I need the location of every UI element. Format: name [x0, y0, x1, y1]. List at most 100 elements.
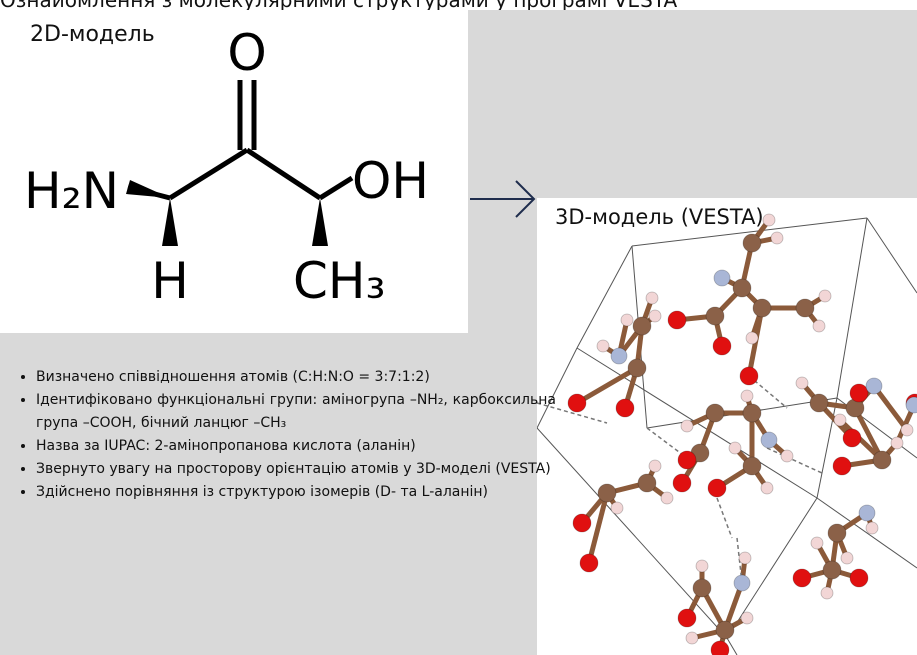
unit-cell-edge [576, 245, 633, 349]
wedge-h [162, 198, 178, 246]
atom-oh: OH [352, 152, 429, 210]
atom-sphere [780, 449, 794, 463]
hydrogen-bond [537, 402, 608, 424]
atom-sphere [822, 560, 842, 580]
atom-sphere [695, 559, 709, 573]
atom-sphere [795, 298, 815, 318]
atom-sphere [840, 551, 854, 565]
atom-ch3: CH₃ [293, 252, 386, 310]
atom-sphere [760, 431, 778, 449]
atom-sphere [648, 459, 662, 473]
atom-sphere [660, 491, 674, 505]
atom-sphere [648, 309, 662, 323]
atom-sphere [865, 377, 883, 395]
atom-sphere [637, 473, 657, 493]
atom-sphere [567, 393, 587, 413]
unit-cell-edge [537, 347, 578, 429]
atom-sphere [610, 347, 628, 365]
atom-sphere [752, 298, 772, 318]
atom-sphere [572, 513, 592, 533]
wedge-n [126, 180, 170, 198]
alanine-2d-structure: O H₂N OH H CH₃ [24, 24, 429, 310]
atom-sphere [742, 456, 762, 476]
findings-list: Визначено співвідношення атомів (C:H:N:O… [14, 366, 556, 504]
atom-sphere [728, 441, 742, 455]
atom-sphere [680, 419, 694, 433]
atom-sphere [849, 383, 869, 403]
label-3d-model: 3D-модель (VESTA) [555, 205, 764, 229]
unit-cell-edge [631, 217, 868, 247]
atom-sphere [732, 278, 752, 298]
bond-c2-c3 [245, 147, 322, 201]
atom-o: O [227, 24, 266, 82]
atom-bond [872, 384, 909, 432]
atom-sphere [905, 396, 917, 414]
atom-sphere [677, 450, 697, 470]
finding-item: Назва за IUPAC: 2-амінопропанова кислота… [36, 435, 556, 458]
hydrogen-bond [716, 497, 733, 539]
atom-sphere [667, 310, 687, 330]
bond-c3-o [318, 175, 354, 201]
atom-bond [586, 492, 610, 564]
vesta-3d-structure [537, 213, 917, 655]
atom-sphere [833, 413, 847, 427]
atom-sphere [645, 291, 659, 305]
finding-item: Ідентифіковано функціональні групи: амін… [36, 389, 556, 435]
atom-sphere [872, 450, 892, 470]
atom-sphere [818, 289, 832, 303]
label-2d-model: 2D-модель [30, 22, 155, 47]
bond-c1-c2 [168, 147, 249, 201]
panel-2d-model: O H₂N OH H CH₃ 2D-модель [0, 10, 468, 333]
cut-off-title-text: Ознайомлення з молекулярними структурами… [0, 0, 677, 10]
hydrogen-bond [646, 427, 688, 459]
unit-cell-edge [866, 217, 917, 294]
atom-sphere [858, 504, 876, 522]
atom-sphere [812, 319, 826, 333]
finding-item: Здійснено порівняння із структурою ізоме… [36, 481, 556, 504]
atom-sphere [713, 269, 731, 287]
atom-sphere [770, 231, 784, 245]
atom-sphere [620, 313, 634, 327]
atom-sphere [810, 536, 824, 550]
atom-sphere [792, 568, 812, 588]
atom-bond [838, 418, 884, 462]
atom-sphere [672, 473, 692, 493]
unit-cell-edge [836, 217, 868, 399]
atom-sphere [685, 631, 699, 645]
atom-sphere [745, 331, 759, 345]
hydrogen-bond [766, 447, 823, 474]
atom-sphere [809, 393, 829, 413]
atom-sphere [733, 574, 751, 592]
atom-sphere [627, 358, 647, 378]
atom-sphere [707, 478, 727, 498]
atom-sphere [820, 586, 834, 600]
atom-sphere [742, 233, 762, 253]
atom-sphere [692, 578, 712, 598]
atom-sphere [596, 339, 610, 353]
cut-off-title: Ознайомлення з молекулярними структурами… [0, 0, 917, 10]
atom-sphere [740, 389, 754, 403]
atom-sphere [677, 608, 697, 628]
atom-sphere [705, 403, 725, 423]
atom-sphere [712, 336, 732, 356]
arrow-right-icon [470, 180, 536, 218]
atom-sphere [597, 483, 617, 503]
atom-sphere [900, 423, 914, 437]
unit-cell-edge [816, 497, 917, 569]
atom-h: H [151, 252, 189, 310]
atom-sphere [715, 620, 735, 640]
panel-3d-model [537, 198, 917, 655]
atom-sphere [890, 436, 904, 450]
atom-sphere [610, 501, 624, 515]
atom-sphere [739, 366, 759, 386]
unit-cell-edge [726, 497, 818, 639]
wedge-ch3 [312, 198, 328, 246]
atom-sphere [762, 213, 776, 227]
finding-item: Звернуто увагу на просторову орієнтацію … [36, 458, 556, 481]
atom-sphere [740, 611, 754, 625]
atom-sphere [795, 376, 809, 390]
unit-cell-edge [816, 397, 838, 499]
atom-sphere [849, 568, 869, 588]
atom-sphere [705, 306, 725, 326]
atom-sphere [832, 456, 852, 476]
